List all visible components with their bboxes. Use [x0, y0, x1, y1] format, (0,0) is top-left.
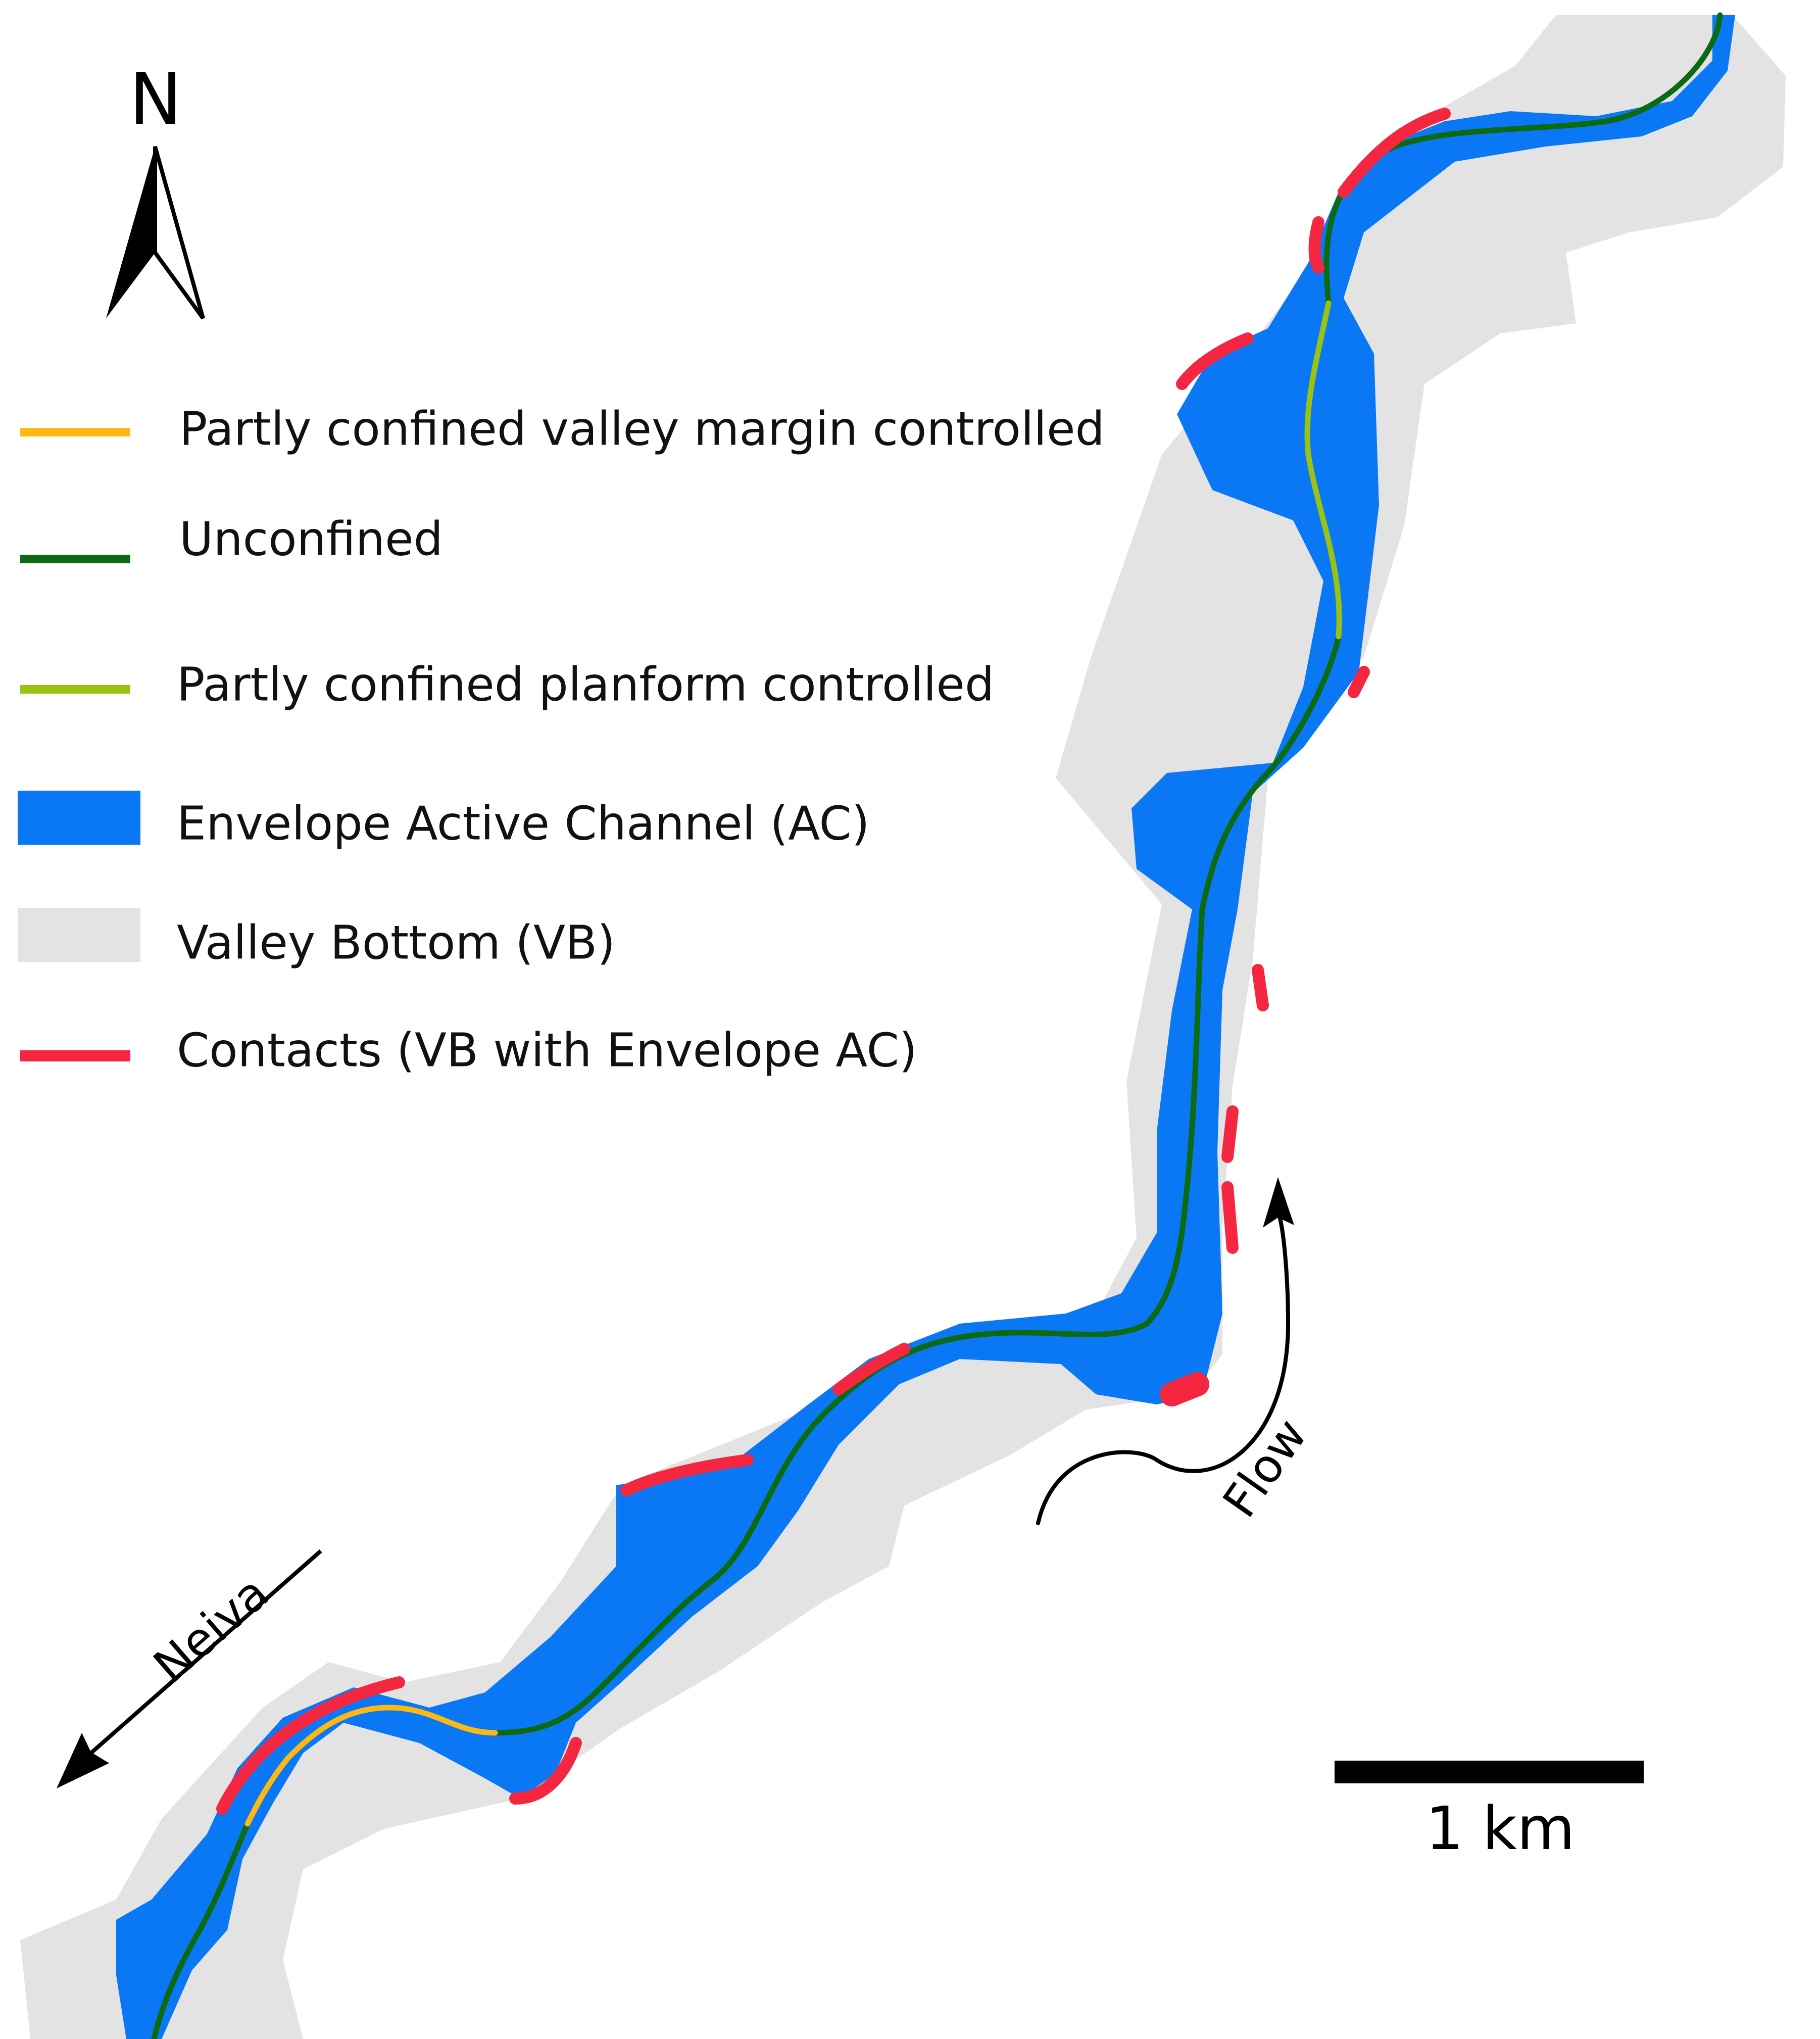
scale-bar-line [1335, 1761, 1644, 1783]
contact-segment [1176, 332, 1254, 390]
contact-segment [509, 1737, 582, 1805]
legend-swatch-planform-controlled [20, 685, 130, 694]
neiva-arrow-line [89, 1549, 322, 1755]
north-arrow: N [106, 59, 205, 320]
north-arrow-right-half [153, 145, 205, 320]
legend-label: Envelope Active Channel (AC) [177, 796, 870, 850]
centerline-planform-controlled [1304, 300, 1342, 640]
contacts-layer [216, 108, 1451, 1815]
legend: Partly confined valley margin controlled… [18, 402, 1105, 1077]
centerline-margin-controlled [244, 1705, 498, 1827]
legend-label: Valley Bottom (VB) [177, 915, 615, 969]
neiva-label: Neiva [143, 1566, 279, 1693]
flow-arrow-line [1036, 1210, 1291, 1525]
centerline-unconfined [492, 634, 1342, 1736]
legend-label: Contacts (VB with Envelope AC) [177, 1023, 917, 1077]
legend-swatch-unconfined [20, 555, 130, 563]
legend-label: Unconfined [179, 512, 443, 566]
contact-segment [832, 1343, 910, 1395]
contact-segment [1338, 108, 1451, 198]
contact-segment [216, 1676, 405, 1815]
legend-swatch-margin-controlled [20, 428, 130, 436]
legend-swatch-active-channel [18, 791, 140, 845]
contact-segment [1252, 964, 1269, 1011]
neiva-arrowhead [57, 1733, 109, 1788]
legend-swatch-contacts [20, 1050, 130, 1061]
contact-segment [1221, 1181, 1239, 1254]
flow-label: Flow [1212, 1409, 1317, 1527]
contact-segment [1348, 666, 1370, 698]
contact-segment [1221, 1105, 1239, 1163]
north-arrow-left-half [106, 147, 155, 318]
centerline-unconfined [1323, 12, 1723, 306]
north-label: N [129, 59, 182, 141]
scale-bar: 1 km [1335, 1761, 1644, 1863]
active-channel-area [116, 15, 1735, 2039]
contact-segment [620, 1454, 754, 1496]
legend-label: Partly confined valley margin controlled [179, 402, 1105, 456]
flow-arrowhead [1263, 1177, 1294, 1228]
legend-label: Partly confined planform controlled [177, 657, 994, 711]
scale-label: 1 km [1425, 1793, 1575, 1863]
contact-segment [1160, 1372, 1209, 1406]
centerline-unconfined [151, 1821, 251, 2039]
contact-segment [1308, 216, 1324, 274]
legend-swatch-valley-bottom [18, 908, 140, 962]
